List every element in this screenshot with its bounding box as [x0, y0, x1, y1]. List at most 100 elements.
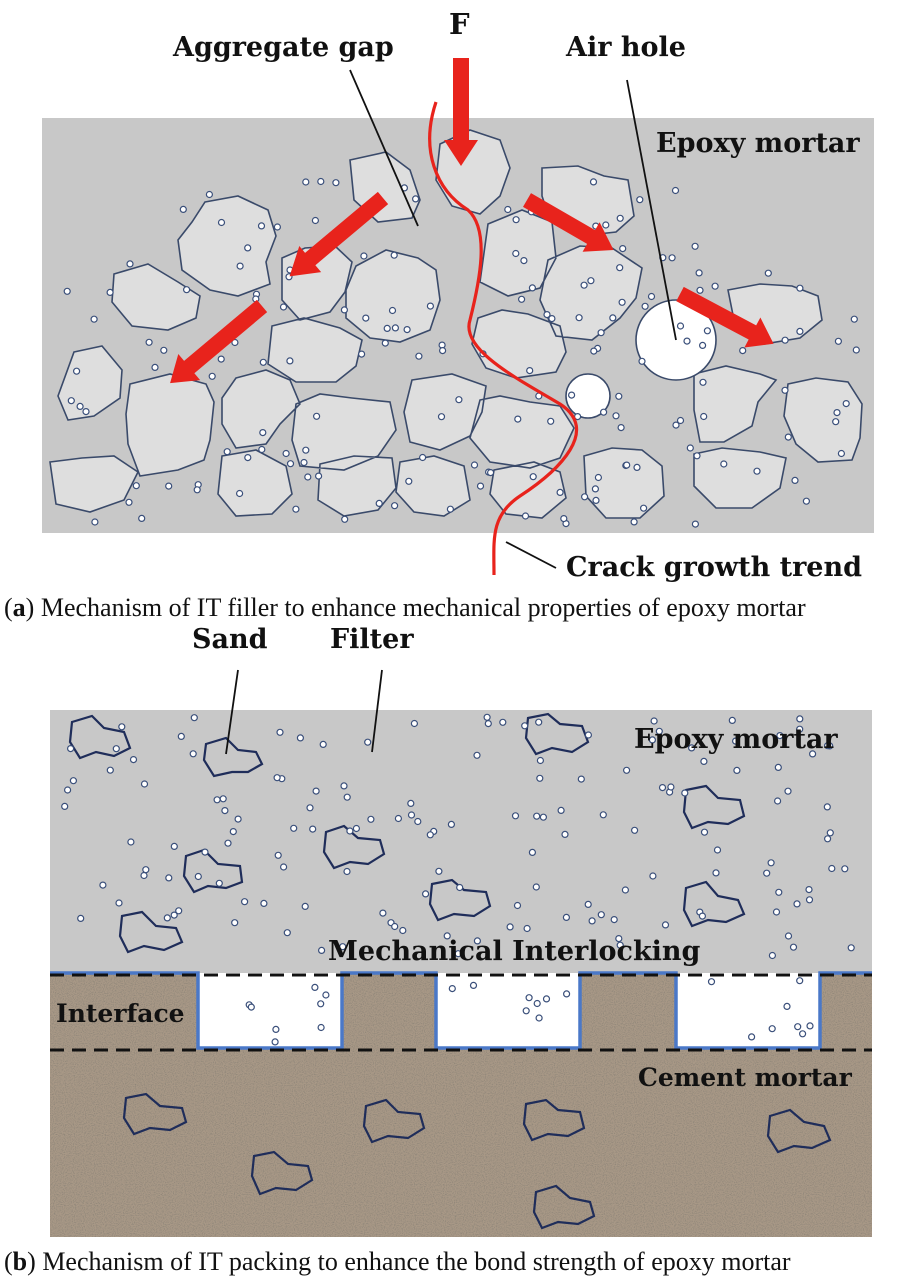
filler-particle [82, 408, 90, 416]
filler-particle [533, 812, 541, 820]
air-hole-label: Air hole [565, 32, 686, 63]
stress-arrows [170, 58, 774, 384]
filler-particle [698, 912, 707, 920]
filler-particle [140, 780, 149, 788]
filler-particle [789, 943, 798, 951]
filler-particle [391, 922, 399, 931]
filler-particle [535, 718, 543, 726]
interface-label: Interface [56, 999, 185, 1028]
filler-particle [280, 863, 288, 871]
filler-particle [72, 367, 81, 375]
filler-particle [112, 745, 120, 753]
filler-particle [340, 306, 348, 314]
filler-particle [346, 827, 354, 835]
filler-particle [548, 315, 556, 323]
aggregate [49, 129, 863, 519]
filler-particle [407, 811, 416, 819]
filler-particle [547, 417, 555, 425]
filler-particle [231, 919, 239, 927]
filler-particle [594, 473, 603, 482]
filler-particle [259, 358, 267, 366]
filler-particle [483, 713, 491, 721]
filler-particle [522, 1007, 530, 1015]
filler-particle [798, 1030, 807, 1038]
filler-particle [247, 1003, 255, 1011]
sand-particle [202, 736, 264, 778]
filler-particle [183, 286, 191, 294]
filler-particle [352, 824, 360, 833]
filler-particle [286, 357, 294, 365]
crack-line [428, 101, 579, 576]
filler-particle [707, 978, 716, 986]
filler-particle [318, 946, 326, 955]
filler-particle [753, 467, 761, 475]
filler-particle [302, 446, 310, 454]
filler-particle [175, 907, 183, 915]
filler-particle [823, 742, 832, 750]
filler-particle [532, 883, 540, 891]
filler-particle [118, 723, 126, 731]
filler-particle [775, 888, 783, 896]
filler-particle [784, 433, 792, 441]
filler-particle [683, 337, 691, 345]
filler-particles-a [63, 177, 860, 528]
filler-particle [414, 817, 422, 826]
filler-particle [649, 872, 657, 880]
sand-particle [682, 880, 746, 928]
filler-particle [584, 900, 592, 909]
filler-particle [691, 242, 699, 250]
filler-particle [271, 1038, 279, 1046]
filler-particle [847, 944, 855, 952]
filler-particle [638, 357, 646, 365]
filler-particle [217, 218, 226, 227]
filler-particle [542, 995, 551, 1003]
filler-particle [69, 777, 78, 785]
filler-particle [448, 984, 456, 993]
filler-particle [580, 493, 589, 501]
filler-particle [419, 453, 427, 462]
filler-particle [383, 324, 391, 332]
filler-particle [229, 827, 237, 836]
filler-particle [823, 835, 832, 843]
filler-particle [842, 400, 850, 408]
filler-particle [194, 872, 202, 881]
caption-a: (a) Mechanism of IT filler to enhance me… [4, 593, 806, 622]
filler-particle [129, 755, 138, 764]
filler-particle [476, 482, 485, 490]
filler-particle [99, 881, 107, 889]
filler-particle [132, 482, 140, 490]
filler-particle [592, 496, 600, 504]
filler-particle [567, 391, 576, 399]
filler-particle [733, 766, 741, 775]
sand-particle [250, 1150, 314, 1196]
filler-particle [700, 828, 709, 836]
filler-particle [193, 486, 201, 494]
epoxy-mortar-label-b: Epoxy mortar [634, 724, 838, 755]
filler-particle [711, 282, 719, 290]
filler-particle [473, 937, 481, 945]
filler-particle [781, 386, 789, 394]
filler-particle [302, 178, 310, 186]
filler-particle [381, 339, 389, 347]
filler-particle [805, 885, 813, 894]
filler-particle [826, 829, 834, 837]
sand-particle [522, 1098, 586, 1142]
filler-particle [599, 408, 608, 416]
filler-particle [177, 732, 185, 741]
filler-particle [580, 281, 588, 289]
filler-particle [832, 418, 840, 426]
filler-particle [244, 454, 252, 462]
filler-particle [536, 774, 544, 782]
filler-particle [561, 830, 569, 839]
filler-particle [315, 472, 323, 480]
filler-particle [224, 839, 232, 847]
filler-particle [520, 257, 528, 265]
filler-particle [700, 412, 708, 421]
filler-particle [407, 799, 415, 808]
filler-particle [512, 249, 520, 258]
filler-particle [618, 298, 626, 306]
filler-particle [528, 848, 537, 857]
filler-particle [454, 950, 462, 958]
filler-particle [257, 222, 266, 230]
